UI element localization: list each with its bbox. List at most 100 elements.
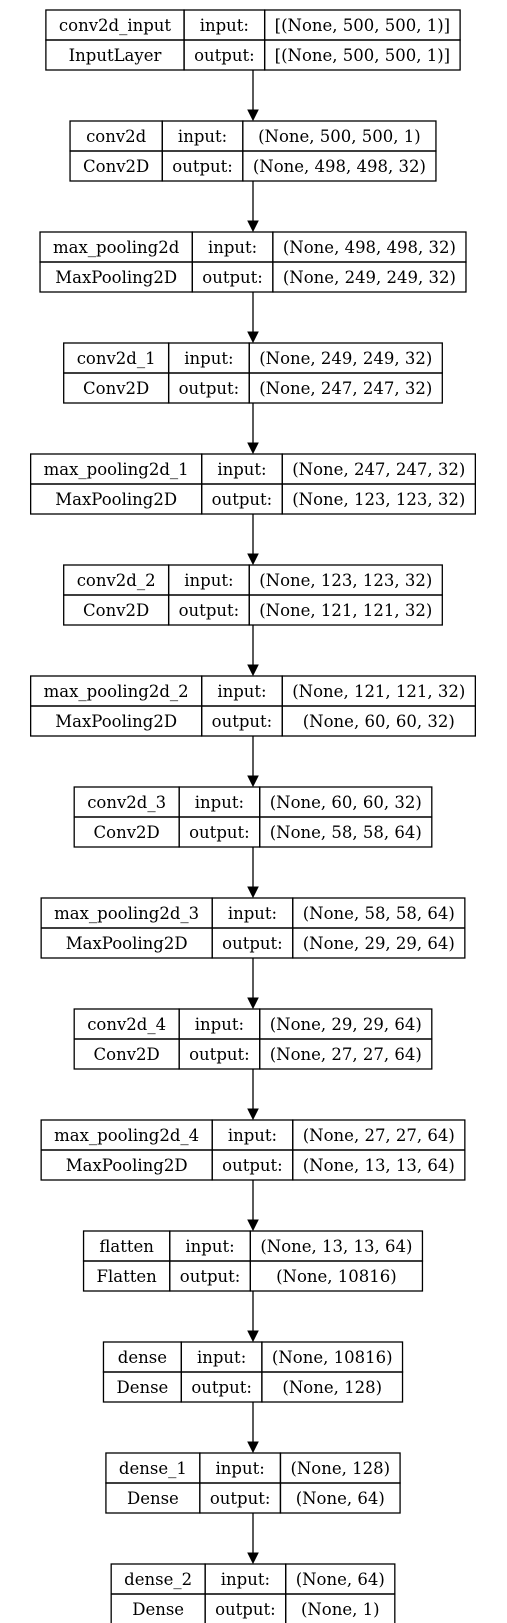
node-cell <box>272 261 467 293</box>
arrowhead-icon <box>247 553 259 566</box>
arrowhead-icon <box>247 664 259 677</box>
layer-name: conv2d_3 <box>87 793 166 812</box>
output-label: output: <box>210 1489 271 1508</box>
output-label: output: <box>189 1045 250 1064</box>
output-label: output: <box>172 157 233 176</box>
layer-type: MaxPooling2D <box>66 934 188 953</box>
input-label: input: <box>221 1570 270 1589</box>
output-label: output: <box>222 934 283 953</box>
input-shape: (None, 247, 247, 32) <box>292 460 465 479</box>
layer-name: max_pooling2d <box>53 238 180 257</box>
arrowhead-icon <box>247 886 259 899</box>
layer-type: Dense <box>127 1489 179 1508</box>
output-shape: (None, 249, 249, 32) <box>283 268 456 287</box>
layer-type: Conv2D <box>83 379 149 398</box>
node-cell <box>248 372 443 404</box>
layer-type: Conv2D <box>83 601 149 620</box>
input-shape: (None, 123, 123, 32) <box>259 571 432 590</box>
layer-type: InputLayer <box>69 46 162 65</box>
layer-type: Conv2D <box>94 823 160 842</box>
node-cell <box>281 483 477 515</box>
layer-node-max-pooling2d-2: max_pooling2d_2MaxPooling2Dinput:output:… <box>29 675 477 737</box>
arrowhead-icon <box>247 442 259 455</box>
arrowhead-icon <box>247 1219 259 1232</box>
input-label: input: <box>228 904 277 923</box>
layer-type: Flatten <box>97 1267 158 1286</box>
input-label: input: <box>184 349 233 368</box>
layer-name: conv2d_2 <box>77 571 156 590</box>
layer-type: MaxPooling2D <box>55 712 177 731</box>
input-label: input: <box>217 460 266 479</box>
layer-type: MaxPooling2D <box>55 490 177 509</box>
node-cell <box>248 594 443 626</box>
input-label: input: <box>184 571 233 590</box>
output-label: output: <box>189 823 250 842</box>
input-shape: (None, 60, 60, 32) <box>270 793 422 812</box>
node-cell <box>242 150 437 182</box>
output-shape: (None, 10816) <box>276 1267 397 1286</box>
node-cell <box>249 1260 424 1292</box>
output-shape: [(None, 500, 500, 1)] <box>275 46 450 65</box>
output-shape: (None, 247, 247, 32) <box>259 379 432 398</box>
output-label: output: <box>194 46 255 65</box>
input-shape: (None, 27, 27, 64) <box>303 1126 455 1145</box>
layer-name: max_pooling2d_3 <box>54 904 199 923</box>
output-label: output: <box>202 268 263 287</box>
input-label: input: <box>185 1237 234 1256</box>
layer-name: conv2d <box>86 127 147 146</box>
layer-name: flatten <box>99 1237 154 1256</box>
input-label: input: <box>178 127 227 146</box>
layer-name: max_pooling2d_4 <box>54 1126 199 1145</box>
output-shape: (None, 128) <box>282 1378 382 1397</box>
arrowhead-icon <box>247 1441 259 1454</box>
node-cell <box>259 1038 433 1070</box>
layer-type: MaxPooling2D <box>55 268 177 287</box>
output-label: output: <box>180 1267 241 1286</box>
output-label: output: <box>212 712 273 731</box>
layer-name: max_pooling2d_2 <box>44 682 189 701</box>
input-label: input: <box>197 1348 246 1367</box>
layer-name: dense_1 <box>119 1459 187 1478</box>
arrowhead-icon <box>247 109 259 122</box>
node-cell <box>261 1371 404 1403</box>
input-shape: (None, 121, 121, 32) <box>292 682 465 701</box>
input-label: input: <box>195 793 244 812</box>
input-label: input: <box>216 1459 265 1478</box>
arrowhead-icon <box>247 775 259 788</box>
input-label: input: <box>208 238 257 257</box>
output-shape: (None, 13, 13, 64) <box>303 1156 455 1175</box>
layer-name: dense <box>118 1348 167 1367</box>
edges-layer <box>247 70 259 1565</box>
input-label: input: <box>200 16 249 35</box>
input-shape: (None, 500, 500, 1) <box>258 127 421 146</box>
input-shape: (None, 128) <box>290 1459 390 1478</box>
output-label: output: <box>212 490 273 509</box>
input-shape: (None, 10816) <box>272 1348 393 1367</box>
arrowhead-icon <box>247 331 259 344</box>
input-label: input: <box>195 1015 244 1034</box>
input-shape: (None, 13, 13, 64) <box>260 1237 412 1256</box>
input-label: input: <box>228 1126 277 1145</box>
input-shape: (None, 64) <box>296 1570 385 1589</box>
layer-type: MaxPooling2D <box>66 1156 188 1175</box>
layer-name: max_pooling2d_1 <box>44 460 189 479</box>
layer-name: conv2d_input <box>59 16 172 35</box>
node-cell <box>292 927 466 959</box>
output-shape: (None, 29, 29, 64) <box>303 934 455 953</box>
node-cell <box>279 1482 401 1514</box>
output-shape: (None, 60, 60, 32) <box>303 712 455 731</box>
output-label: output: <box>179 379 240 398</box>
arrowhead-icon <box>247 220 259 233</box>
